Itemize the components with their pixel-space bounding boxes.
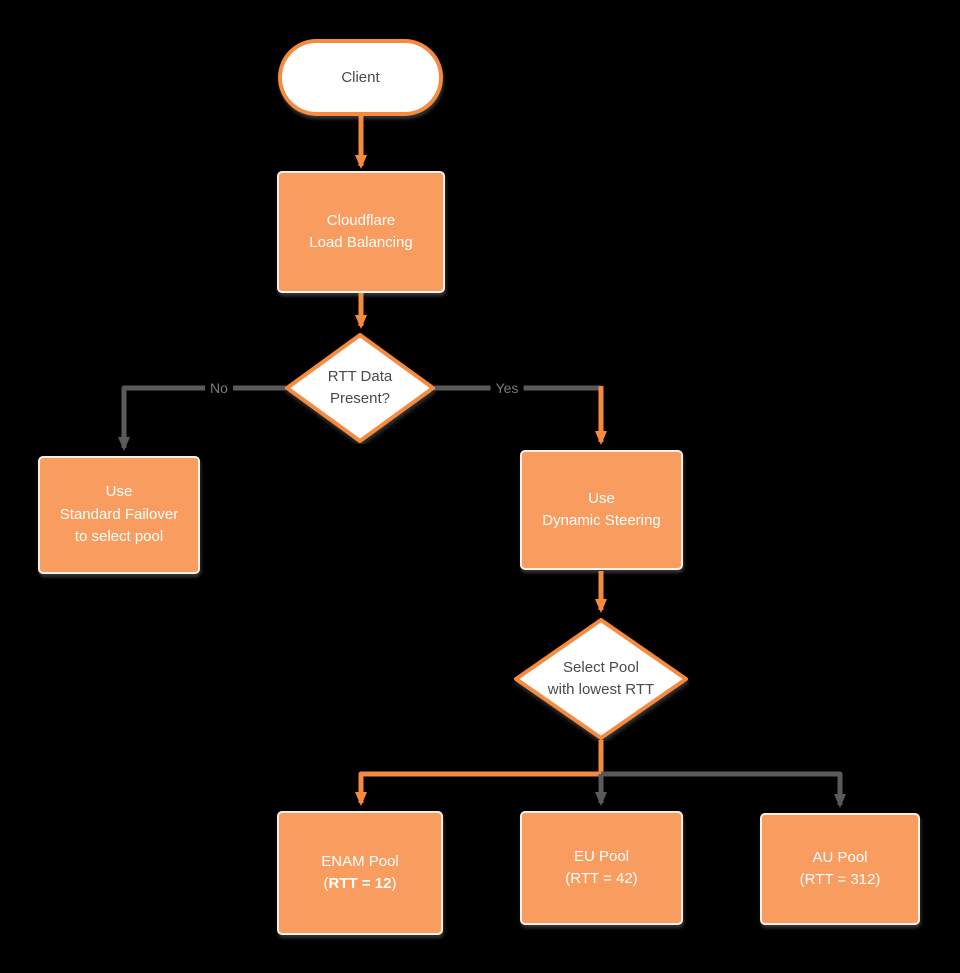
node-rtt-data-present-decision: RTT Data Present? (284, 332, 436, 444)
node-cloudflare-load-balancing: Cloudflare Load Balancing (277, 171, 445, 293)
client-label: Client (341, 69, 380, 86)
node-client: Client (278, 39, 443, 116)
dynamic-steering-label: Use Dynamic Steering (542, 489, 661, 530)
load-balancing-label: Cloudflare Load Balancing (309, 211, 413, 252)
edge-rtt-decision-no-to-standard-failover (118, 385, 286, 451)
enam-rtt-value: RTT = 12 (328, 875, 392, 892)
node-enam-pool: ENAM Pool (RTT = 12) (277, 811, 443, 935)
select-pool-label: Select Pool with lowest RTT (547, 659, 655, 698)
eu-pool-label: EU Pool (RTT = 42) (565, 847, 638, 888)
edge-label-yes: Yes (490, 379, 524, 397)
edge-select-pool-to-au-pool (601, 771, 846, 808)
rtt-decision-label: RTT Data Present? (327, 368, 393, 407)
enam-pool-label: ENAM Pool (RTT = 12) (321, 852, 399, 893)
au-pool-label: AU Pool (RTT = 312) (799, 848, 881, 889)
edge-label-no: No (205, 379, 233, 397)
diamond-shape (285, 333, 435, 443)
edge-select-pool-to-enam-pool (355, 740, 604, 806)
standard-failover-label: Use Standard Failover to select pool (59, 483, 179, 546)
node-eu-pool: EU Pool (RTT = 42) (520, 811, 683, 925)
node-use-standard-failover: Use Standard Failover to select pool (38, 456, 200, 574)
node-au-pool: AU Pool (RTT = 312) (760, 813, 920, 925)
node-use-dynamic-steering: Use Dynamic Steering (520, 450, 683, 570)
node-select-pool-decision: Select Pool with lowest RTT (513, 617, 689, 741)
diamond-shape (514, 618, 688, 740)
